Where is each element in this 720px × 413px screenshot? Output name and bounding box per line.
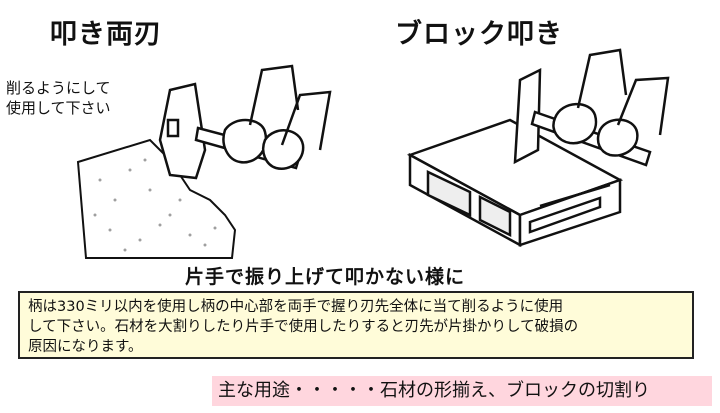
warning-caption: 片手で振り上げて叩かない様に xyxy=(185,266,466,288)
description-line-2: して下さい。石材を大割りしたり片手で使用したりすると刃先が片掛かりして破損の xyxy=(28,319,579,335)
title-double-edged-hammer: 叩き両刃 xyxy=(50,19,162,50)
usage-note-line-1: 削るようにして xyxy=(6,79,111,97)
block-hammer-illustration xyxy=(513,48,670,167)
title-block-hammer: ブロック叩き xyxy=(395,19,563,50)
usage-note: 削るようにして 使用して下さい xyxy=(6,78,111,118)
description-box: 柄は330ミリ以内を使用し柄の中心部を両手で握り刃先全体に当て削るように使用 し… xyxy=(18,291,694,359)
description-line-3: 原因になります。 xyxy=(28,339,143,355)
main-usage-label: 主な用途・・・・・石材の形揃え、ブロックの切割り xyxy=(212,376,712,406)
double-edged-hammer-illustration xyxy=(158,64,332,180)
description-line-1: 柄は330ミリ以内を使用し柄の中心部を両手で握り刃先全体に当て削るように使用 xyxy=(28,299,564,315)
concrete-block-illustration xyxy=(406,118,624,248)
stone-block-illustration xyxy=(76,138,237,259)
usage-note-line-2: 使用して下さい xyxy=(6,99,111,117)
